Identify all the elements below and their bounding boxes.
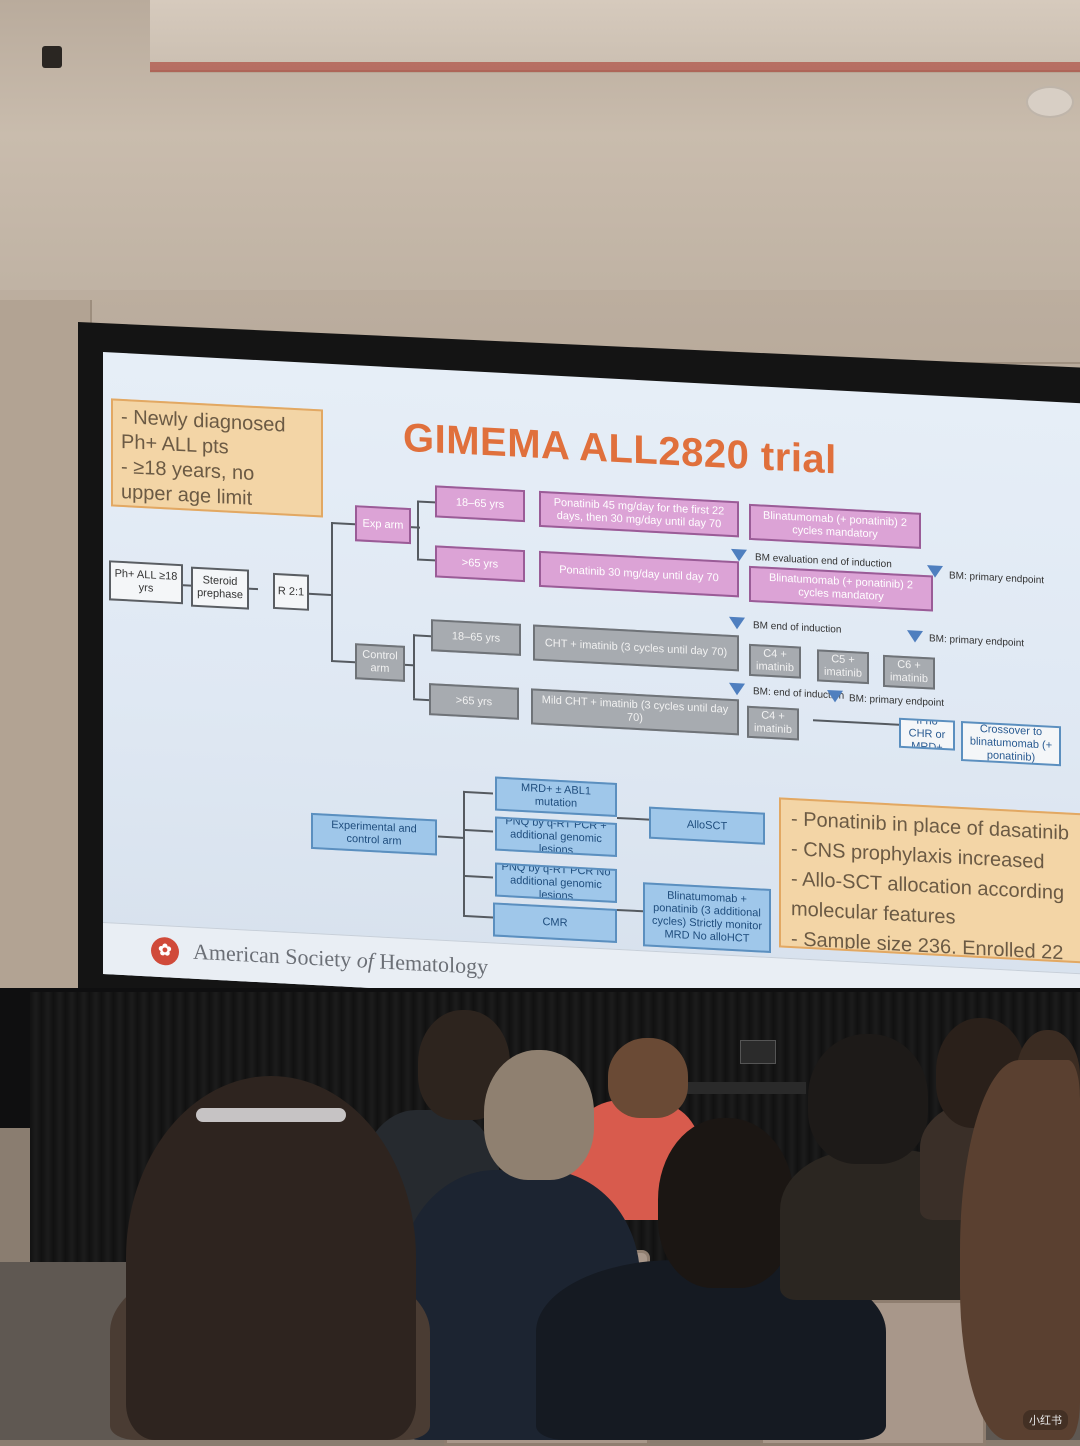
connector [417,500,435,504]
presentation-slide: GIMEMA ALL2820 trial - Newly diagnosed P… [103,352,1080,1026]
down-arrow-icon [927,565,943,579]
key-changes-note: - Ponatinib in place of dasatinib - CNS … [779,797,1080,965]
mild-cht-imatinib-box: Mild CHT + imatinib (3 cycles until day … [531,688,739,736]
bm-primary-label: BM: primary endpoint [949,570,1045,587]
bm-primary-label-3: BM: primary endpoint [849,693,945,710]
bm-end-induction-label: BM end of induction [753,620,842,636]
connector [438,835,465,839]
down-arrow-icon [731,548,747,562]
connector [463,914,493,919]
ctrl-age-young-box: 18–65 yrs [431,619,521,656]
connector [463,874,493,879]
pnq-no-additional-box: PNQ by q-RT PCR No additional genomic le… [495,862,617,903]
pnq-additional-box: PNQ by q-RT PCR + additional genomic les… [495,816,617,857]
connector [331,521,333,663]
c4-imatinib-box-2: C4 + imatinib [747,705,799,741]
crossover-box: Crossover to blinatumomab (+ ponatinib) [961,720,1061,767]
blinatumomab-box-1: Blinatumomab (+ ponatinib) 2 cycles mand… [749,503,921,549]
ctrl-age-old-box: >65 yrs [429,683,519,720]
connector [463,790,493,795]
randomization-box: R 2:1 [273,572,309,611]
eligibility-note: - Newly diagnosed Ph+ ALL pts - ≥18 year… [111,398,323,518]
exp-age-young-box: 18–65 yrs [435,485,525,523]
steroid-prephase-box: Steroid prephase [191,566,249,610]
connector [463,790,465,915]
connector [413,634,431,638]
ash-logo-icon: ✿ [151,936,179,966]
cht-imatinib-box: CHT + imatinib (3 cycles until day 70) [533,624,739,672]
down-arrow-icon [827,689,843,703]
ceiling-downlight [42,46,62,68]
audience-person-head [126,1076,416,1440]
bm-primary-label-2: BM: primary endpoint [929,633,1025,650]
podium-monitor [740,1040,776,1064]
c6-imatinib-box: C6 + imatinib [883,654,935,690]
connector [417,558,435,562]
experimental-control-box: Experimental and control arm [311,812,437,856]
connector [331,521,355,526]
down-arrow-icon [729,616,745,630]
stage-table [686,1082,806,1094]
blina-ponatinib-box: Blinatumomab + ponatinib (3 additional c… [643,882,771,954]
exp-age-old-box: >65 yrs [435,545,525,583]
exp-arm-box: Exp arm [355,505,411,545]
audience-person-head [960,1060,1080,1440]
connector [463,828,493,833]
glasses-on-head [196,1108,346,1122]
connector [813,719,899,726]
audience-person-head [608,1038,688,1118]
connector [248,587,258,591]
app-watermark: 小红书 [1023,1410,1068,1430]
c5-imatinib-box: C5 + imatinib [817,649,869,685]
connector [306,592,331,596]
connector [617,908,643,913]
connector [331,659,355,664]
down-arrow-icon [907,630,923,643]
footer-emphasis: of [356,947,374,974]
audience-person-head [808,1034,928,1164]
ceiling-speaker [1026,86,1074,118]
c4-imatinib-box: C4 + imatinib [749,643,801,679]
connector [417,500,419,559]
slide-title: GIMEMA ALL2820 trial [403,415,837,483]
mrd-abl1-box: MRD+ ± ABL1 mutation [495,776,617,817]
down-arrow-icon [729,682,745,696]
ceiling-accent-strip [150,62,1080,72]
cmr-box: CMR [493,902,617,943]
ponatinib-45-box: Ponatinib 45 mg/day for the first 22 day… [539,490,739,538]
allosct-box: AlloSCT [649,806,765,845]
ph-all-box: Ph+ ALL ≥18 yrs [109,560,183,605]
blinatumomab-box-2: Blinatumomab (+ ponatinib) 2 cycles mand… [749,565,933,612]
audience-person-head [484,1050,594,1180]
connector [617,816,649,821]
audience-person-head [658,1118,794,1288]
control-arm-box: Control arm [355,643,405,682]
no-chr-box: If no CHR or MRD+ [899,717,955,751]
ponatinib-30-box: Ponatinib 30 mg/day until day 70 [539,550,739,598]
